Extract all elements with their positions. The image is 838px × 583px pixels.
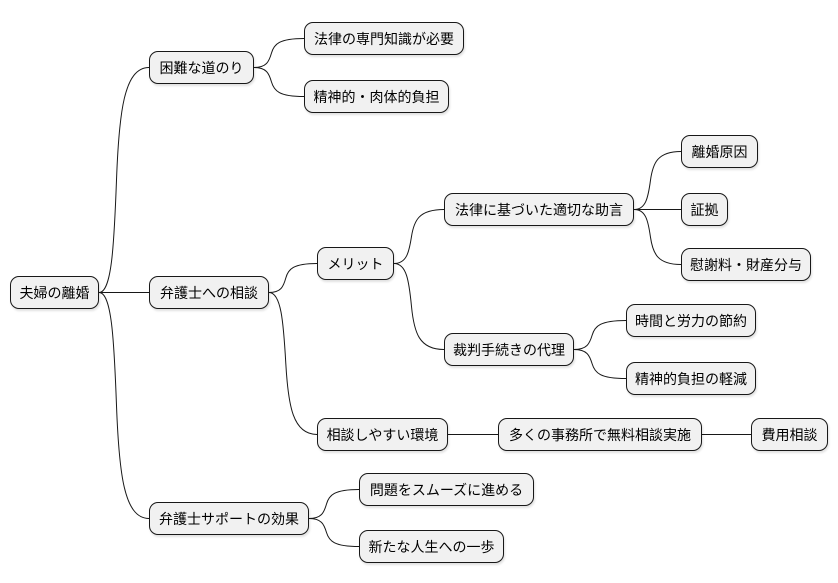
node-mental-physical-burden: 精神的・肉体的負担 xyxy=(304,80,449,113)
connector-root-to-difficult-path xyxy=(98,67,150,293)
connector-lawyer-support-effect-to-smooth-progress xyxy=(308,489,360,519)
node-save-time-effort: 時間と労力の節約 xyxy=(626,304,756,337)
connector-difficult-path-to-legal-expertise xyxy=(253,38,305,68)
node-court-representation: 裁判手続きの代理 xyxy=(444,333,574,366)
connector-court-representation-to-reduce-mental-burden xyxy=(573,349,627,379)
connector-merits-to-legal-advice xyxy=(393,209,445,264)
node-lawyer-support-effect: 弁護士サポートの効果 xyxy=(149,502,309,535)
node-smooth-progress: 問題をスムーズに進める xyxy=(359,473,534,506)
connector-root-to-lawyer-support-effect xyxy=(98,292,150,519)
node-evidence: 証拠 xyxy=(681,193,728,226)
node-difficult-path: 困難な道のり xyxy=(149,51,254,84)
connector-difficult-path-to-mental-physical-burden xyxy=(253,67,305,97)
node-merits: メリット xyxy=(317,247,394,280)
node-reduce-mental-burden: 精神的負担の軽減 xyxy=(626,362,756,395)
node-alimony-property: 慰謝料・財産分与 xyxy=(681,248,811,281)
connector-legal-advice-to-alimony-property xyxy=(633,209,682,265)
connector-merits-to-court-representation xyxy=(393,263,445,350)
node-free-consultation: 多くの事務所で無料相談実施 xyxy=(498,418,702,451)
node-root: 夫婦の離婚 xyxy=(10,276,99,309)
node-legal-expertise: 法律の専門知識が必要 xyxy=(304,22,464,55)
connector-consult-lawyer-to-easy-consult-env xyxy=(268,292,318,435)
connector-consult-lawyer-to-merits xyxy=(268,263,318,293)
node-divorce-cause: 離婚原因 xyxy=(681,135,758,168)
connector-court-representation-to-save-time-effort xyxy=(573,320,627,350)
node-new-life-step: 新たな人生への一歩 xyxy=(359,530,504,563)
node-legal-advice: 法律に基づいた適切な助言 xyxy=(444,193,634,226)
node-fee-consultation: 費用相談 xyxy=(751,418,828,451)
node-easy-consult-env: 相談しやすい環境 xyxy=(317,418,448,451)
node-consult-lawyer: 弁護士への相談 xyxy=(149,276,269,309)
connector-legal-advice-to-divorce-cause xyxy=(633,151,682,210)
connector-lawyer-support-effect-to-new-life-step xyxy=(308,518,360,547)
